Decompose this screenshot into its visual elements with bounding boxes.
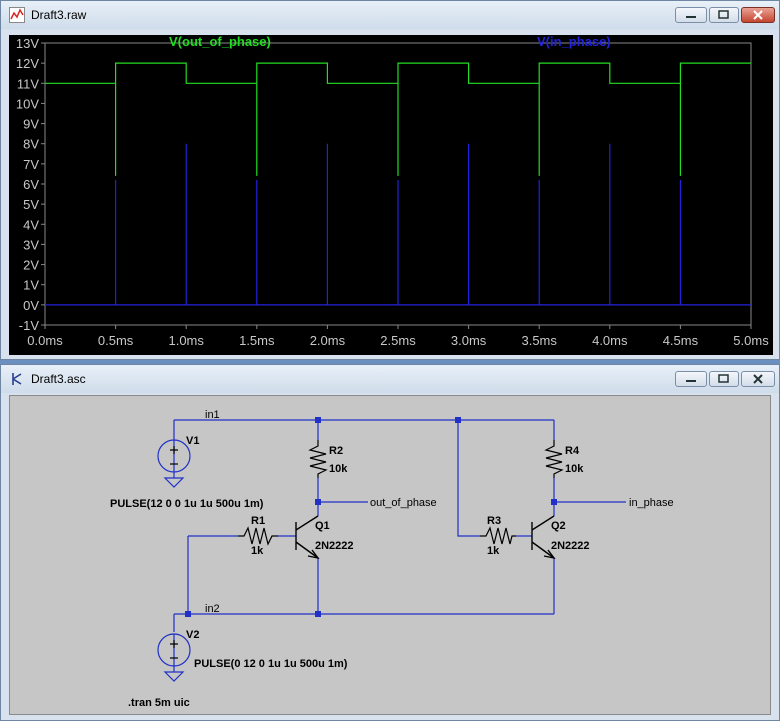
junction-dot <box>315 499 321 505</box>
junction-dot <box>315 611 321 617</box>
y-tick-label: 4V <box>23 217 39 232</box>
trace-label-out-of-phase[interactable]: V(out_of_phase) <box>169 34 271 49</box>
r1-label: R1 <box>251 515 265 527</box>
y-tick-label: 11V <box>17 76 39 91</box>
net-label-in-phase: in_phase <box>629 497 674 509</box>
v2-label: V2 <box>186 629 199 641</box>
r4-value: 10k <box>565 463 584 475</box>
ground-icon <box>163 666 185 682</box>
v1-plus-minus-icon <box>170 446 178 465</box>
x-tick-label: 1.5ms <box>239 333 275 348</box>
schematic-canvas[interactable]: in1 in2 V1 V2 PULSE(12 0 0 1u 1u 500u 1m… <box>9 395 771 715</box>
y-tick-label: 8V <box>23 137 39 152</box>
x-tick-label: 0.0ms <box>27 333 63 348</box>
close-button[interactable] <box>741 371 775 387</box>
net-label-in1: in1 <box>205 409 220 421</box>
x-tick-label: 1.0ms <box>168 333 204 348</box>
r1-value: 1k <box>251 545 264 557</box>
junction-dot <box>315 417 321 423</box>
x-tick-label: 3.5ms <box>521 333 557 348</box>
x-tick-label: 2.0ms <box>310 333 346 348</box>
net-label-out-of-phase: out_of_phase <box>370 497 437 509</box>
spice-directive[interactable]: .tran 5m uic <box>128 697 190 709</box>
q2-label: Q2 <box>551 520 566 532</box>
v1-value: PULSE(12 0 0 1u 1u 500u 1m) <box>110 498 264 510</box>
restore-button[interactable] <box>709 371 739 387</box>
v1-label: V1 <box>186 435 199 447</box>
x-tick-label: 4.0ms <box>592 333 628 348</box>
resistor-r1[interactable] <box>238 526 278 546</box>
q1-label: Q1 <box>315 520 330 532</box>
schematic-window: Draft3.asc <box>0 364 780 721</box>
close-button[interactable] <box>741 7 775 23</box>
net-label-in2: in2 <box>205 603 220 615</box>
x-tick-label: 4.5ms <box>663 333 699 348</box>
y-tick-label: 3V <box>23 237 39 252</box>
minimize-icon <box>686 380 696 382</box>
restore-icon <box>718 374 729 383</box>
y-tick-label: 7V <box>23 157 39 172</box>
wire-r3-in <box>457 420 480 537</box>
y-tick-label: 2V <box>23 258 39 273</box>
q2-model: 2N2222 <box>551 540 590 552</box>
v2-value: PULSE(0 12 0 1u 1u 500u 1m) <box>194 658 348 670</box>
r2-label: R2 <box>329 445 343 457</box>
x-tick-label: 0.5ms <box>98 333 134 348</box>
x-tick-label: 5.0ms <box>733 333 769 348</box>
resistor-r4[interactable] <box>544 440 564 478</box>
y-tick-label: 1V <box>23 278 39 293</box>
r4-label: R4 <box>565 445 580 457</box>
transistor-q1[interactable] <box>295 515 320 560</box>
x-tick-label: 2.5ms <box>380 333 416 348</box>
waveform-titlebar[interactable]: Draft3.raw <box>1 1 779 29</box>
y-tick-label: 10V <box>16 96 39 111</box>
waveform-icon <box>9 7 25 23</box>
trace-label-in-phase[interactable]: V(in_phase) <box>537 34 611 49</box>
junction-dot <box>551 499 557 505</box>
minimize-button[interactable] <box>675 7 707 23</box>
y-tick-label: 13V <box>16 36 39 51</box>
y-tick-label: 5V <box>23 197 39 212</box>
schematic-drawing[interactable]: in1 in2 V1 V2 PULSE(12 0 0 1u 1u 500u 1m… <box>10 396 770 714</box>
y-tick-label: 9V <box>23 117 39 132</box>
schematic-window-title: Draft3.asc <box>31 372 86 386</box>
resistor-r2[interactable] <box>308 440 328 478</box>
restore-icon <box>718 10 729 19</box>
y-tick-label: 0V <box>23 298 39 313</box>
resistor-r3[interactable] <box>480 526 516 545</box>
series-line-out-of-phase <box>45 62 751 176</box>
series-line-in-phase <box>45 143 751 306</box>
r3-label: R3 <box>487 515 501 527</box>
r3-value: 1k <box>487 545 500 557</box>
close-icon <box>753 10 763 20</box>
minimize-button[interactable] <box>675 371 707 387</box>
ground-icon <box>163 472 185 488</box>
v2-plus-minus-icon <box>170 640 178 659</box>
transistor-q2[interactable] <box>531 515 556 560</box>
schematic-titlebar[interactable]: Draft3.asc <box>1 365 779 393</box>
r2-value: 10k <box>329 463 348 475</box>
restore-button[interactable] <box>709 7 739 23</box>
q1-model: 2N2222 <box>315 540 354 552</box>
y-tick-label: -1V <box>19 318 40 333</box>
y-tick-label: 12V <box>16 56 39 71</box>
junction-dot <box>455 417 461 423</box>
junction-dot <box>185 611 191 617</box>
waveform-window-title: Draft3.raw <box>31 8 87 22</box>
y-tick-label: 6V <box>23 177 39 192</box>
schematic-icon <box>12 373 22 385</box>
x-tick-label: 3.0ms <box>451 333 487 348</box>
close-icon <box>753 374 763 384</box>
minimize-icon <box>686 16 696 18</box>
waveform-chart[interactable]: 13V 12V 11V 10V 9V 8V 7V 6V 5V 4V 3V 2V 1V 0V -1V0.0ms… <box>9 34 773 355</box>
